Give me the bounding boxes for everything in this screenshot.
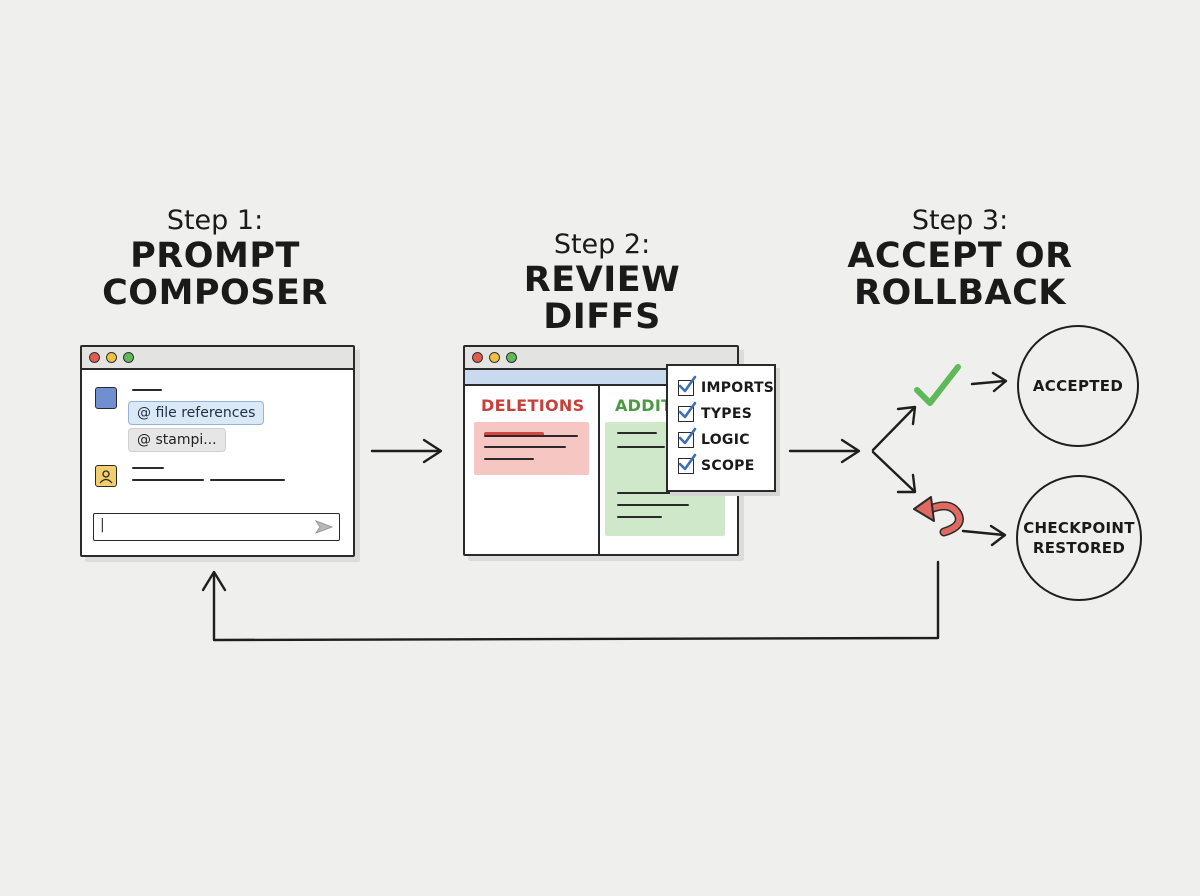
composer-titlebar [82, 347, 353, 370]
checkbox-checked-icon[interactable] [678, 427, 697, 448]
send-icon[interactable] [315, 520, 333, 534]
maximize-dot-icon[interactable] [506, 352, 517, 363]
deleted-line [484, 432, 544, 436]
step1-title-line1: PROMPT [130, 236, 300, 276]
step1-title-line2: COMPOSER [102, 273, 328, 313]
checklist-item-logic[interactable]: LOGIC [678, 427, 750, 450]
fork-branch-rollback [871, 450, 917, 494]
deletions-header: DELETIONS [481, 396, 585, 415]
step3-label: Step 3: [911, 205, 1009, 236]
added-line [617, 446, 665, 448]
added-line [617, 504, 689, 506]
added-line [617, 492, 702, 494]
review-checklist-card: IMPORTS TYPES LOGIC SCOPE [666, 364, 776, 492]
arrow-step2-to-fork [788, 438, 861, 464]
message-line [132, 479, 204, 481]
message-line [210, 479, 285, 481]
accepted-outcome: ACCEPTED [1017, 325, 1139, 447]
file-references-chip[interactable]: @ file references [128, 401, 265, 425]
checklist-label: SCOPE [701, 458, 755, 474]
restored-label-line1: CHECKPOINT [1023, 519, 1135, 537]
input-caret: | [100, 517, 105, 533]
deleted-line [484, 435, 578, 437]
step2-title: REVIEW DIFFS [523, 260, 681, 337]
arrow-to-accepted [970, 371, 1008, 393]
prompt-composer-window: @ file references @ stampi... | [80, 345, 355, 557]
arrow-step1-to-step2 [370, 438, 443, 464]
checkbox-checked-icon[interactable] [678, 375, 697, 396]
message-line [132, 467, 164, 469]
loop-back-arrow [201, 560, 940, 642]
checklist-item-types[interactable]: TYPES [678, 401, 753, 424]
checklist-label: LOGIC [701, 432, 750, 448]
checklist-item-imports[interactable]: IMPORTS [678, 375, 775, 398]
checkbox-checked-icon[interactable] [678, 401, 697, 422]
close-dot-icon[interactable] [89, 352, 100, 363]
minimize-dot-icon[interactable] [106, 352, 117, 363]
deleted-line [484, 458, 534, 460]
added-line [617, 516, 662, 518]
assistant-avatar-icon [95, 387, 117, 409]
diff-column-divider [598, 386, 600, 554]
user-avatar-icon [95, 465, 117, 487]
minimize-dot-icon[interactable] [489, 352, 500, 363]
accepted-label: ACCEPTED [1032, 377, 1124, 395]
checkbox-checked-icon[interactable] [678, 453, 697, 474]
step3-heading: Step 3: ACCEPT OR ROLLBACK [840, 204, 1080, 312]
step2-heading: Step 2: REVIEW DIFFS [462, 228, 742, 336]
restored-label-line2: RESTORED [1032, 539, 1126, 557]
restored-label: CHECKPOINT RESTORED [1023, 518, 1135, 558]
maximize-dot-icon[interactable] [123, 352, 134, 363]
additions-header: ADDITI [615, 396, 679, 415]
deletions-block [474, 422, 589, 475]
added-line [617, 432, 657, 434]
message-line [132, 389, 162, 391]
step2-label: Step 2: [553, 229, 651, 260]
checklist-item-scope[interactable]: SCOPE [678, 453, 755, 476]
step1-label: Step 1: [166, 205, 264, 236]
close-dot-icon[interactable] [472, 352, 483, 363]
checklist-label: IMPORTS [701, 380, 775, 396]
step3-title-line1: ACCEPT OR [847, 236, 1073, 276]
step3-title-line2: ROLLBACK [854, 273, 1066, 313]
undo-arrow-icon [913, 496, 964, 537]
prompt-input[interactable]: | [93, 513, 340, 541]
step1-heading: Step 1: PROMPT COMPOSER [100, 204, 330, 312]
checkpoint-restored-outcome: CHECKPOINT RESTORED [1016, 475, 1142, 601]
check-icon [914, 364, 961, 406]
deleted-line [484, 446, 566, 448]
checklist-label: TYPES [701, 406, 753, 422]
arrow-to-restored [961, 524, 1007, 547]
fork-branch-accept [871, 405, 917, 452]
stamp-chip[interactable]: @ stampi... [128, 428, 226, 452]
